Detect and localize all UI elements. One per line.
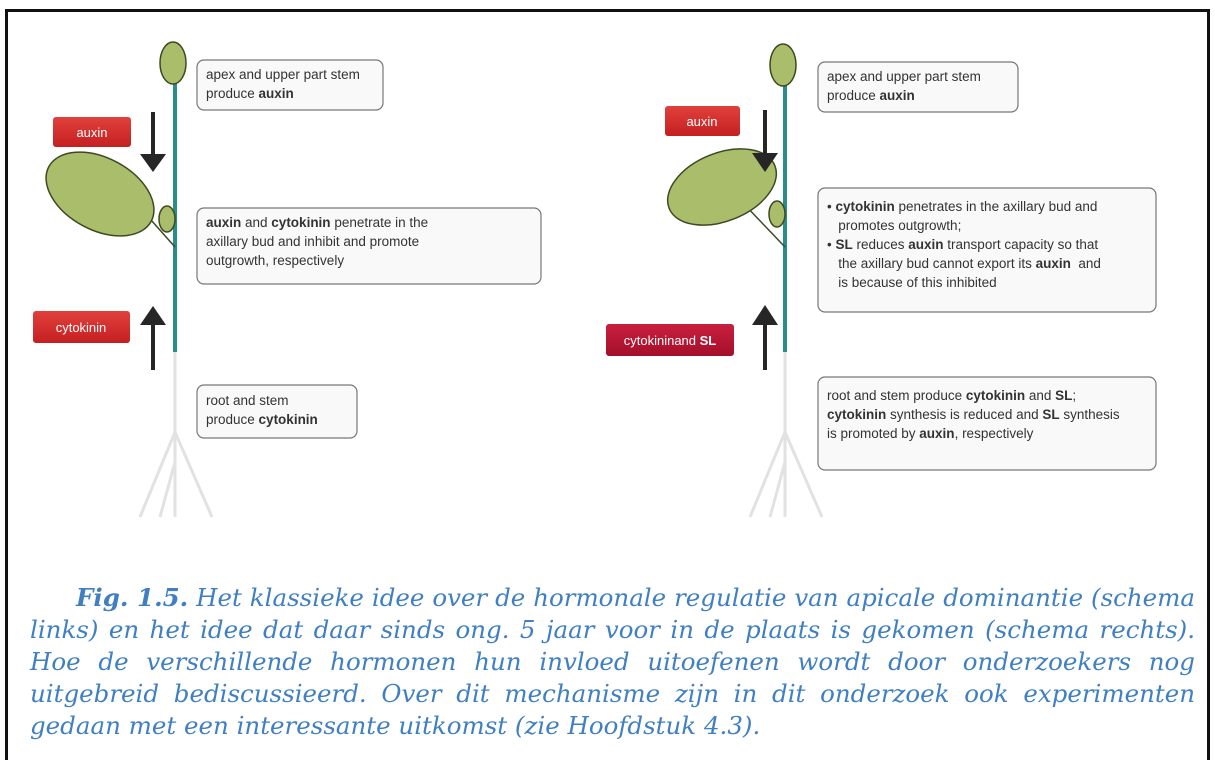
text-run: auxin: [1036, 256, 1071, 271]
right-box-bud: • cytokinin penetrates in the axillary b…: [817, 187, 1157, 313]
text-run: cytokinin: [827, 407, 886, 422]
text-run: is promoted by: [827, 426, 919, 441]
text-run: axillary bud and inhibit and promote: [206, 234, 419, 249]
right-cytokinin-sl-tag: cytokininand SL: [606, 324, 734, 356]
text-run: synthesis: [1060, 407, 1120, 422]
text-run: SL: [835, 237, 852, 252]
text-run: is because of this inhibited: [827, 275, 997, 290]
right-leaf: [666, 148, 786, 248]
left-cytokinin-tag: cytokinin: [33, 311, 130, 343]
text-run: apex and upper part stem: [827, 69, 981, 84]
right-axillary-bud: [768, 200, 786, 228]
right-cytokinin-sl-tag-label: cytokininand SL: [624, 333, 717, 348]
text-run: , respectively: [955, 426, 1034, 441]
text-run: auxin: [259, 86, 294, 101]
left-box-root-text: root and stem produce cytokinin: [206, 393, 318, 427]
left-auxin-tag: auxin: [53, 117, 131, 147]
text-run: cytokinin: [271, 215, 330, 230]
right-down-arrow: [752, 110, 778, 172]
left-root: [138, 352, 214, 518]
left-axillary-bud: [158, 205, 176, 233]
right-auxin-tag-label: auxin: [686, 114, 717, 129]
caption-text: Het klassieke idee over de hormonale reg…: [30, 583, 1195, 740]
right-auxin-tag: auxin: [665, 106, 740, 136]
right-scheme: auxin cytokininand SL apex and upper par…: [606, 43, 1157, 518]
apical-dominance-diagram: auxin cytokinin apex and upper part stem…: [20, 22, 1200, 522]
left-box-apex-text: apex and upper part stem produce auxin: [206, 67, 360, 101]
left-box-bud-text: auxin and cytokinin penetrate in the axil…: [206, 215, 428, 268]
right-box-root: root and stem produce cytokinin and SL; c…: [817, 376, 1157, 471]
text-run: produce: [206, 86, 259, 101]
right-up-arrow: [752, 305, 778, 370]
left-auxin-tag-label: auxin: [76, 125, 107, 140]
text-run: penetrate in the: [331, 215, 429, 230]
text-run: promotes outgrowth;: [827, 218, 961, 233]
left-down-arrow: [140, 112, 166, 172]
left-apex-bud: [159, 41, 187, 85]
text-run: SL: [700, 333, 717, 348]
text-run: SL: [1042, 407, 1059, 422]
text-run: produce: [827, 88, 880, 103]
text-run: and: [1025, 388, 1055, 403]
text-run: auxin: [880, 88, 915, 103]
left-leaf: [45, 151, 176, 248]
text-run: apex and upper part stem: [206, 67, 360, 82]
left-up-arrow: [140, 306, 166, 370]
left-box-bud: auxin and cytokinin penetrate in the axil…: [196, 207, 542, 285]
text-run: •: [827, 237, 835, 252]
text-run: root and stem: [206, 393, 289, 408]
text-run: root and stem produce: [827, 388, 966, 403]
text-run: penetrates in the axillary bud and: [895, 199, 1098, 214]
text-run: cytokinin: [259, 412, 318, 427]
text-run: synthesis is reduced and: [886, 407, 1042, 422]
right-box-apex-text: apex and upper part stem produce auxin: [827, 69, 981, 103]
right-box-bud-text: • cytokinin penetrates in the axillary b…: [827, 199, 1101, 290]
figure-frame: [5, 9, 1210, 760]
text-run: cytokinin: [966, 388, 1025, 403]
text-run: produce: [206, 412, 259, 427]
text-run: cytokinin: [835, 199, 894, 214]
left-cytokinin-tag-label: cytokinin: [56, 320, 107, 335]
left-scheme: auxin cytokinin apex and upper part stem…: [33, 41, 542, 518]
text-run: and: [241, 215, 271, 230]
text-run: SL: [1055, 388, 1072, 403]
text-run: cytokininand: [624, 333, 700, 348]
left-box-root: root and stem produce cytokinin: [196, 384, 358, 439]
text-run: the axillary bud cannot export its: [827, 256, 1036, 271]
text-run: transport capacity so that: [944, 237, 1099, 252]
text-run: outgrowth, respectively: [206, 253, 344, 268]
text-run: auxin: [908, 237, 943, 252]
figure-caption: Fig. 1.5. Het klassieke idee over de hor…: [30, 582, 1195, 742]
text-run: and: [1071, 256, 1101, 271]
text-run: •: [827, 199, 835, 214]
right-apex-bud: [769, 43, 797, 87]
right-box-apex: apex and upper part stem produce auxin: [817, 61, 1019, 113]
figure-label: Fig. 1.5.: [76, 583, 189, 612]
text-run: ;: [1072, 388, 1076, 403]
right-box-root-text: root and stem produce cytokinin and SL; c…: [827, 388, 1120, 441]
text-run: auxin: [206, 215, 241, 230]
left-box-apex: apex and upper part stem produce auxin: [196, 59, 384, 111]
text-run: auxin: [919, 426, 954, 441]
text-run: reduces: [853, 237, 909, 252]
right-root: [748, 352, 824, 518]
